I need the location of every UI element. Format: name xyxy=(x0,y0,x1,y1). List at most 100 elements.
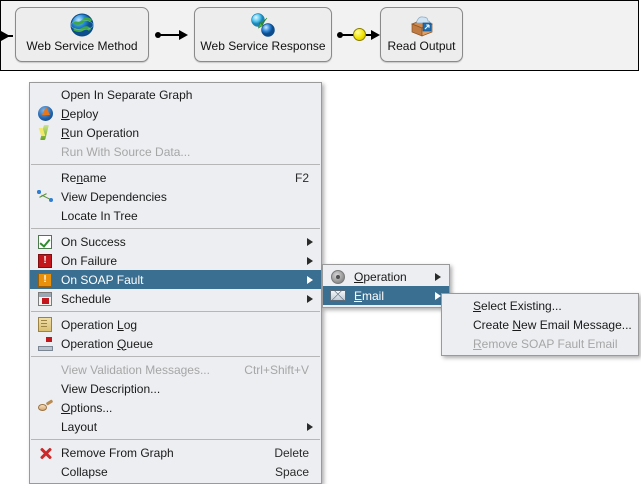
menu-item-run-operation[interactable]: Run Operation xyxy=(30,123,321,142)
menu-item-deploy[interactable]: Deploy xyxy=(30,104,321,123)
menu-item-label: View Validation Messages... xyxy=(61,362,210,377)
menu-item-label: Select Existing... xyxy=(473,298,562,313)
graph-node-read-output[interactable]: Read Output xyxy=(380,7,463,62)
menu-item-label: On SOAP Fault xyxy=(61,272,144,287)
success-check-icon-glyph xyxy=(38,234,52,249)
success-check-icon xyxy=(34,233,56,250)
menu-item-label: Collapse xyxy=(61,464,108,479)
menu-separator xyxy=(31,439,320,440)
menu-separator xyxy=(31,356,320,357)
mnemonic: D xyxy=(61,106,70,121)
menu-item-email[interactable]: Email xyxy=(323,286,449,305)
menu-item-label: Open In Separate Graph xyxy=(61,87,193,102)
options-icon-glyph xyxy=(37,401,53,414)
menu-item-operation-queue[interactable]: Operation Queue xyxy=(30,334,321,353)
queue-icon xyxy=(34,335,56,352)
graph-node-web-service-method[interactable]: Web Service Method xyxy=(15,7,149,62)
icon-placeholder xyxy=(34,207,56,224)
log-icon-glyph xyxy=(38,317,52,332)
menu-item-view-description[interactable]: View Description... xyxy=(30,379,321,398)
menu-separator xyxy=(31,311,320,312)
menu-item-label: Schedule xyxy=(61,291,112,306)
menu-item-select-existing[interactable]: Select Existing... xyxy=(442,296,638,315)
menu-item-on-success[interactable]: On Success xyxy=(30,232,321,251)
icon-placeholder xyxy=(34,418,56,435)
edge-2a xyxy=(340,34,354,36)
menu-item-operation[interactable]: Operation xyxy=(323,267,449,286)
menu-item-collapse[interactable]: Collapse Space xyxy=(30,462,321,481)
submenu-arrow-icon xyxy=(307,275,313,284)
mnemonic: O xyxy=(354,269,364,284)
dependencies-icon xyxy=(34,188,56,205)
icon-placeholder xyxy=(34,86,56,103)
schedule-icon-glyph xyxy=(38,291,52,306)
menu-item-label: Create New Email Message... xyxy=(473,317,632,332)
edge-arrow-2 xyxy=(371,30,380,40)
menu-item-shortcut: F2 xyxy=(294,170,309,185)
menu-item-layout[interactable]: Layout xyxy=(30,417,321,436)
menu-separator xyxy=(31,164,320,165)
menu-item-locate-in-tree[interactable]: Locate In Tree xyxy=(30,206,321,225)
submenu-email[interactable]: Select Existing... Create New Email Messa… xyxy=(441,293,639,356)
menu-item-create-new-email-message[interactable]: Create New Email Message... xyxy=(442,315,638,334)
menu-item-label: On Success xyxy=(61,234,126,249)
mnemonic: R xyxy=(473,336,482,351)
graph-node-label: Read Output xyxy=(387,39,456,53)
menu-item-shortcut: Space xyxy=(274,464,309,479)
menu-item-open-in-separate-graph[interactable]: Open In Separate Graph xyxy=(30,85,321,104)
menu-item-on-failure[interactable]: ! On Failure xyxy=(30,251,321,270)
menu-item-schedule[interactable]: Schedule xyxy=(30,289,321,308)
icon-placeholder xyxy=(34,361,56,378)
dependencies-icon-glyph xyxy=(37,190,53,203)
mnemonic: Q xyxy=(117,336,127,351)
submenu-arrow-icon xyxy=(307,237,313,246)
menu-item-label: Locate In Tree xyxy=(61,208,138,223)
soap-fault-marker-dot[interactable] xyxy=(353,28,366,41)
menu-separator xyxy=(31,228,320,229)
submenu-arrow-icon xyxy=(307,422,313,431)
menu-item-operation-log[interactable]: Operation Log xyxy=(30,315,321,334)
log-icon xyxy=(34,316,56,333)
submenu-arrow-icon xyxy=(307,294,313,303)
soap-warning-icon-glyph: ! xyxy=(38,272,52,287)
mnemonic: N xyxy=(512,317,522,332)
mnemonic: n xyxy=(76,170,84,185)
menu-item-view-dependencies[interactable]: View Dependencies xyxy=(30,187,321,206)
menu-item-label: Operation Log xyxy=(61,317,138,332)
failure-error-icon-glyph: ! xyxy=(38,253,52,268)
menu-item-run-with-source-data: Run With Source Data... xyxy=(30,142,321,161)
menu-item-label: On Failure xyxy=(61,253,118,268)
deploy-icon xyxy=(34,105,56,122)
menu-item-shortcut: Ctrl+Shift+V xyxy=(244,362,309,377)
menu-item-on-soap-fault[interactable]: ! On SOAP Fault xyxy=(30,270,321,289)
mnemonic: S xyxy=(473,298,482,313)
menu-item-label: Operation Queue xyxy=(61,336,154,351)
graph-node-web-service-response[interactable]: Web Service Response xyxy=(194,7,332,62)
mnemonic: R xyxy=(61,125,70,140)
icon-placeholder xyxy=(446,297,468,314)
menu-item-remove-soap-fault-email: Remove SOAP Fault Email xyxy=(442,334,638,353)
menu-item-label: Run Operation xyxy=(61,125,140,140)
edge-arrow-1 xyxy=(179,30,188,40)
globe-icon xyxy=(70,13,94,37)
menu-item-label: Deploy xyxy=(61,106,99,121)
submenu-arrow-icon xyxy=(307,256,313,265)
graph-node-label: Web Service Response xyxy=(200,39,326,53)
graph-canvas[interactable]: Web Service Method Web Service Response xyxy=(0,0,639,71)
response-arrows-icon xyxy=(251,13,275,37)
menu-item-label: Run With Source Data... xyxy=(61,144,191,159)
icon-placeholder xyxy=(34,143,56,160)
remove-x-icon xyxy=(34,444,56,461)
menu-item-label: Remove From Graph xyxy=(61,445,174,460)
icon-placeholder xyxy=(34,463,56,480)
menu-item-label: Operation xyxy=(354,269,407,284)
icon-placeholder xyxy=(446,335,468,352)
soap-warning-icon: ! xyxy=(34,271,56,288)
icon-placeholder xyxy=(34,380,56,397)
menu-item-options[interactable]: Options... xyxy=(30,398,321,417)
submenu-arrow-icon xyxy=(435,291,441,300)
